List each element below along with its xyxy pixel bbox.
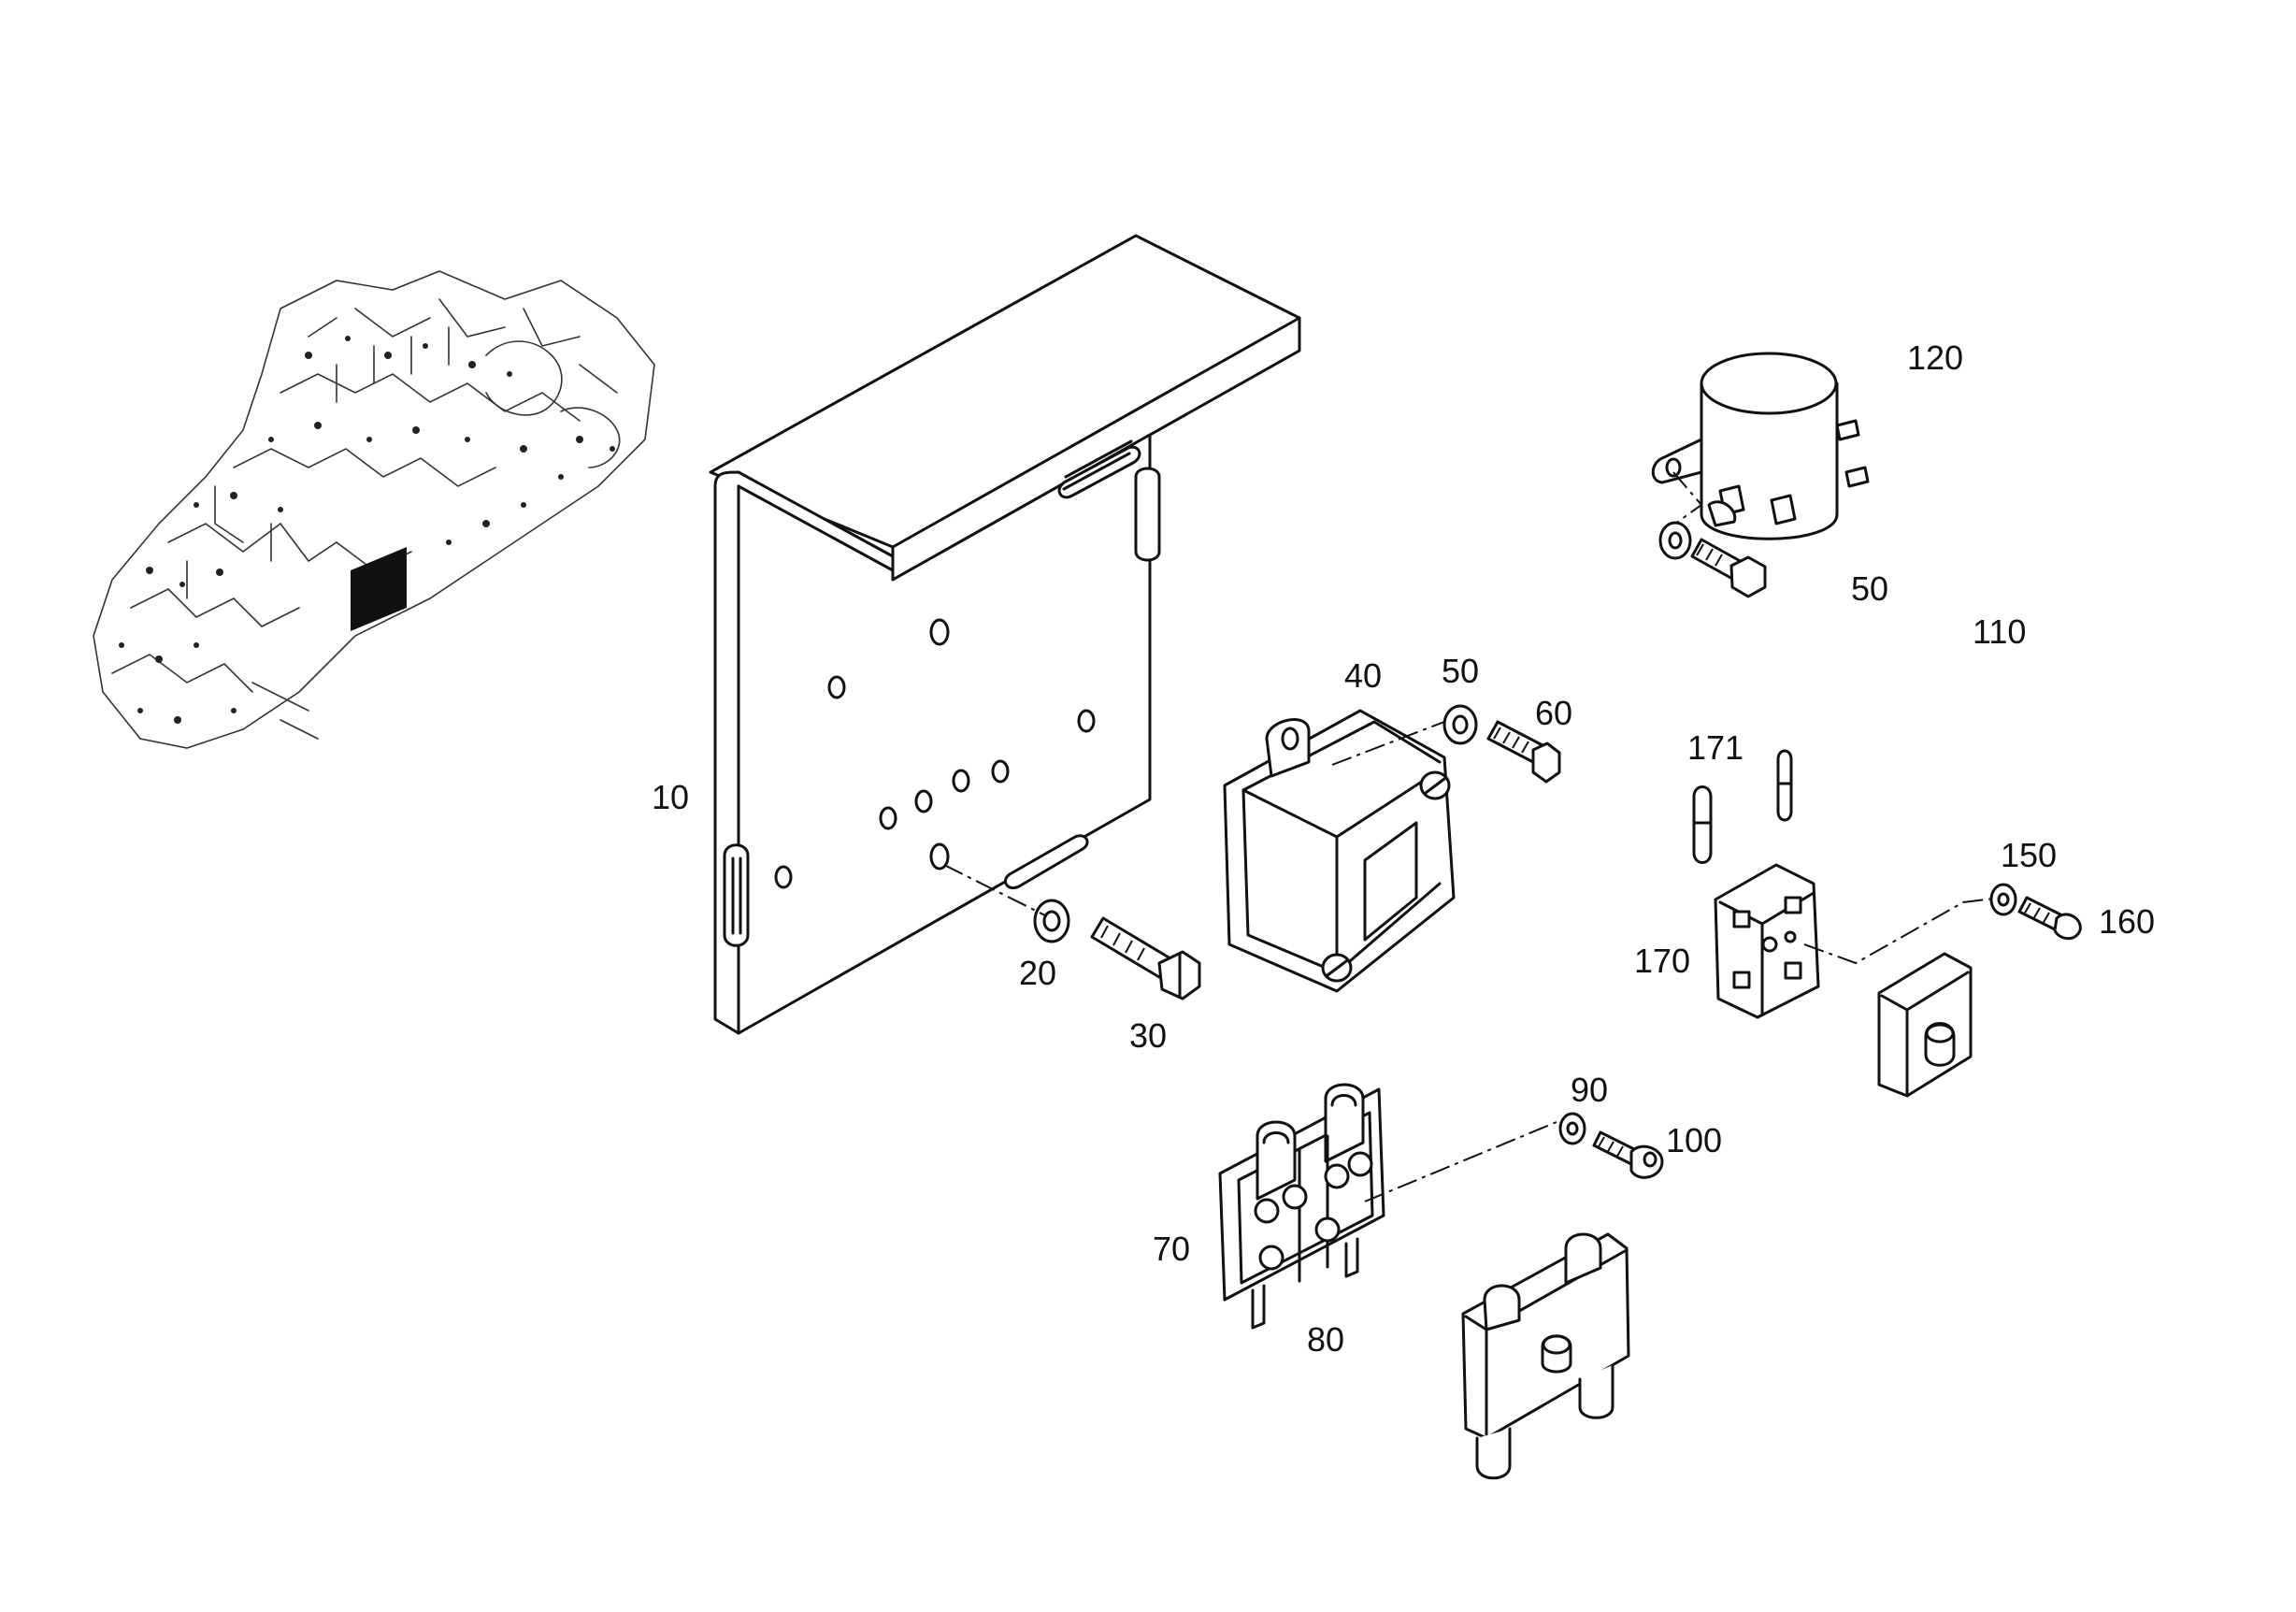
fuse-holder-part-70 (1218, 1083, 1385, 1330)
label-40: 40 (1344, 656, 1382, 695)
label-110: 110 (1973, 612, 2026, 651)
label-70: 70 (1153, 1230, 1190, 1268)
label-90: 90 (1571, 1071, 1608, 1109)
pin-part-171 (1692, 749, 1793, 864)
axis-line-relay-40 (1331, 719, 1450, 766)
engine-locator-thumbnail (93, 270, 655, 749)
screw-part-60 (1486, 720, 1561, 784)
label-170: 170 (1634, 942, 1690, 980)
bolt-part-30 (1090, 916, 1201, 1000)
terminal-cover (1877, 952, 1973, 1098)
terminal-block-part-170 (1714, 863, 1820, 1019)
label-160: 160 (2099, 902, 2155, 941)
callout-labels: 10 20 30 40 50 60 70 80 90 100 120 50 11… (652, 338, 2155, 1359)
axis-line-solenoid (1668, 471, 1703, 529)
axis-line-fuse-holder (1364, 1121, 1557, 1202)
solenoid-part-120 (1651, 352, 1870, 540)
label-30: 30 (1129, 1016, 1167, 1055)
washer-part-50 (1442, 704, 1478, 745)
washer-part-150 (1989, 883, 2017, 916)
label-20: 20 (1019, 954, 1056, 992)
washer-part-20 (1033, 899, 1070, 943)
washer-part-90 (1558, 1112, 1586, 1145)
bolt-part-110 (1690, 538, 1767, 598)
bracket-part-10 (709, 234, 1301, 1035)
axis-line-terminal-block (1803, 897, 2002, 965)
label-120: 120 (1907, 338, 1963, 377)
screw-part-100 (1592, 1130, 1664, 1179)
washer-part-50-solenoid (1658, 521, 1692, 560)
label-60: 60 (1535, 694, 1572, 732)
label-80: 80 (1307, 1320, 1344, 1359)
axis-line-bracket-bolt (943, 864, 1048, 917)
label-100: 100 (1666, 1121, 1722, 1159)
fuse-holder-cover (1461, 1232, 1630, 1480)
relay-box-part-40 (1223, 709, 1456, 993)
screw-part-160 (2017, 896, 2082, 941)
label-50b: 50 (1851, 569, 1888, 608)
label-10: 10 (652, 778, 689, 816)
label-50a: 50 (1442, 652, 1479, 690)
label-150: 150 (2001, 836, 2057, 874)
label-171: 171 (1687, 728, 1744, 767)
